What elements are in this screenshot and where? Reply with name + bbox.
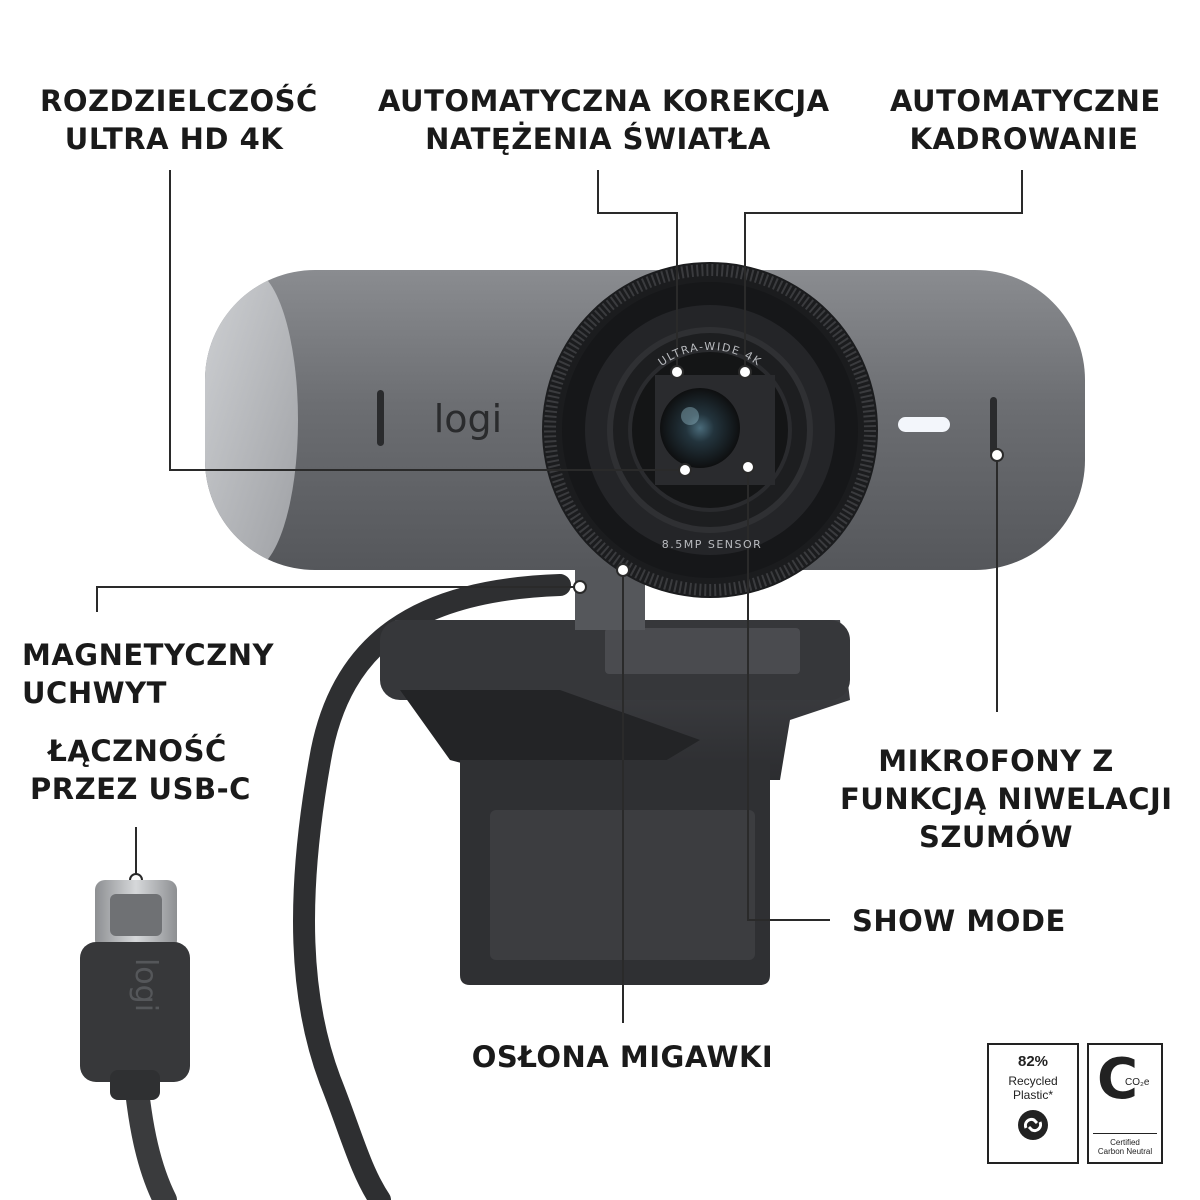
recycled-line2: Plastic*: [1012, 1088, 1053, 1102]
label-microphones: MIKROFONY Z FUNKCJĄ NIWELACJI SZUMÓW: [840, 744, 1173, 854]
recycled-plastic-badge: 82% Recycled Plastic*: [987, 1043, 1079, 1164]
recycled-percent: 82%: [1017, 1053, 1049, 1070]
lens-assembly: [542, 262, 878, 598]
carbon-line2: Carbon Neutral: [1097, 1147, 1153, 1156]
usb-cable: [293, 574, 571, 1200]
callout-lines: [96, 170, 1023, 1023]
recycled-line1: Recycled: [1008, 1074, 1058, 1088]
recycle-icon: [1018, 1110, 1048, 1140]
label-resolution: ROZDZIELCZOŚĆ ULTRA HD 4K: [40, 84, 318, 156]
mount-clip: [380, 570, 850, 985]
label-auto-framing: AUTOMATYCZNE KADROWANIE: [890, 84, 1161, 156]
usb-c-plug: [80, 880, 190, 1100]
co2-icon: C CO₂e: [1097, 1047, 1150, 1112]
co2-symbol: CO₂e: [1125, 1077, 1150, 1088]
label-light-correction: AUTOMATYCZNA KOREKCJA NATĘŻENIA ŚWIATŁA: [378, 84, 830, 156]
label-privacy-shutter: OSŁONA MIGAWKI: [471, 1040, 774, 1074]
label-show-mode: SHOW MODE: [852, 904, 1066, 938]
label-usb-c: ŁĄCZNOŚĆ PRZEZ USB-C: [30, 734, 251, 806]
label-magnetic-mount: MAGNETYCZNY UCHWYT: [22, 638, 275, 710]
carbon-line1: Certified: [1110, 1138, 1140, 1147]
carbon-neutral-badge: C CO₂e Certified Carbon Neutral: [1087, 1043, 1163, 1164]
